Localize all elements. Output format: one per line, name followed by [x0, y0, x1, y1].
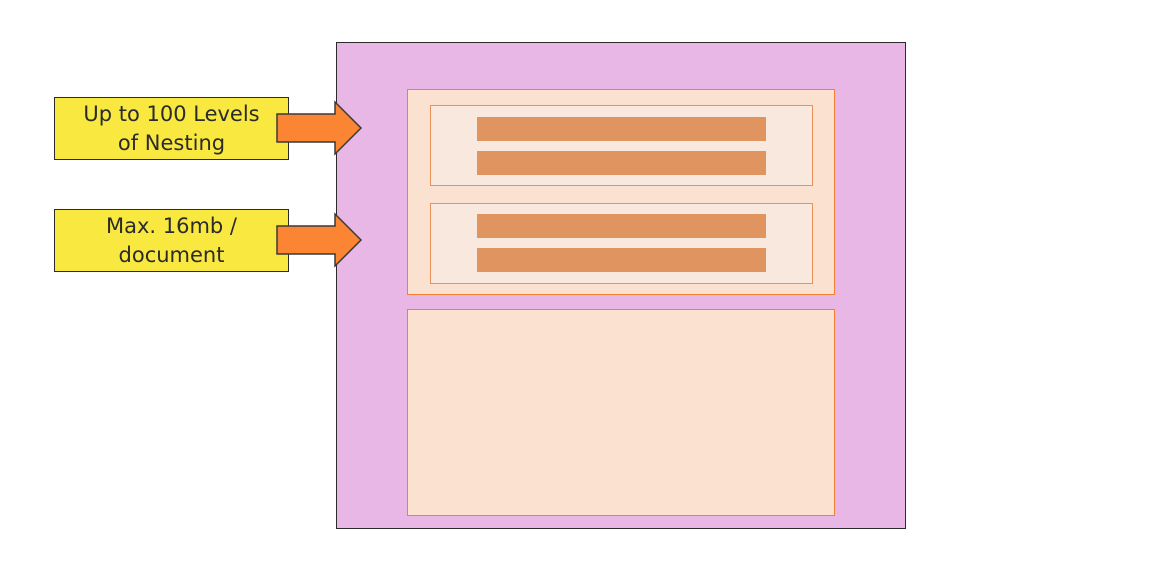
empty-document-box: [407, 309, 835, 516]
field-bar: [477, 151, 766, 175]
arrow-right-icon: [276, 212, 363, 268]
arrow-right-icon: [276, 100, 363, 156]
field-bar: [477, 214, 766, 238]
field-bar: [477, 248, 766, 272]
nesting-levels-note: Up to 100 Levels of Nesting: [54, 97, 289, 160]
field-bar: [477, 117, 766, 141]
document-size-note: Max. 16mb / document: [54, 209, 289, 272]
